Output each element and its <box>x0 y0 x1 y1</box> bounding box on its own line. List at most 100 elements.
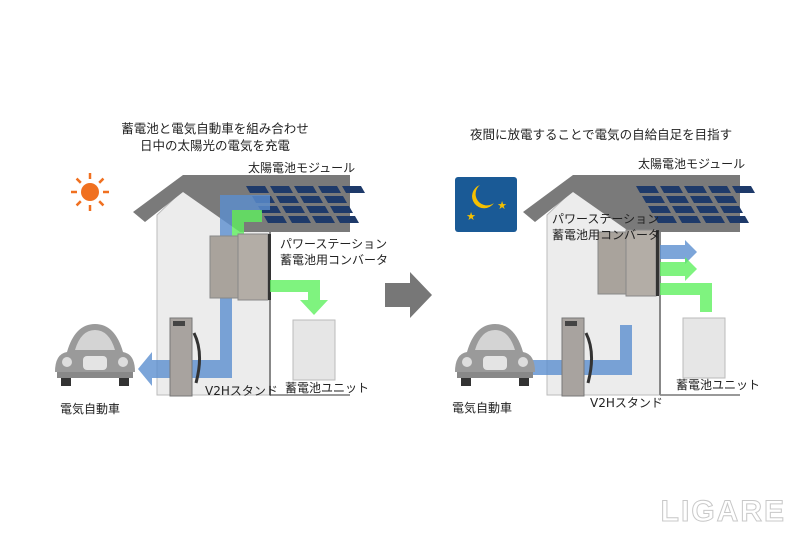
car-grille <box>83 356 107 370</box>
car-headlight <box>462 357 472 367</box>
solar-cell <box>300 196 323 203</box>
label-power-station-left-2: 蓄電池用コンバータ <box>280 253 389 267</box>
blue-flow-arrow <box>138 195 270 386</box>
label-power-station-right-2: 蓄電池用コンバータ <box>552 228 661 242</box>
label-ev-right: 電気自動車 <box>452 401 513 415</box>
power-station-left-unit <box>209 235 239 299</box>
car-wheel <box>519 378 529 386</box>
solar-panels <box>636 186 755 223</box>
solar-cell <box>714 196 737 203</box>
solar-cell <box>270 186 293 193</box>
v2h-display <box>565 321 577 326</box>
solar-cell <box>246 186 269 193</box>
moon <box>472 185 494 209</box>
solar-cell <box>288 216 311 223</box>
battery-unit <box>292 319 336 381</box>
sun-ray <box>75 200 82 207</box>
label-ev-left: 電気自動車 <box>60 402 121 416</box>
right-title: 夜間に放電することで電気の自給自足を目指す <box>470 127 733 142</box>
solar-cell <box>666 196 689 203</box>
sun-ray <box>98 200 105 207</box>
left-title: 蓄電池と電気自動車を組み合わせ 日中の太陽光の電気を充電 <box>115 120 315 154</box>
v2h-stand-body <box>561 317 585 397</box>
label-power-station-right-1: パワーステーション <box>552 212 660 226</box>
label-solar-module-right: 太陽電池モジュール <box>638 157 746 171</box>
solar-cell <box>702 216 725 223</box>
green-flow-battery <box>660 283 712 312</box>
power-station-edge <box>656 230 659 296</box>
solar-cell <box>312 216 335 223</box>
solar-cell <box>732 186 755 193</box>
sun-ray <box>75 177 82 184</box>
power-station-right-unit <box>237 233 269 301</box>
solar-cell <box>684 186 707 193</box>
sun-icon <box>71 173 109 211</box>
solar-cell <box>282 206 305 213</box>
car-grille <box>483 356 507 370</box>
solar-cell <box>342 186 365 193</box>
solar-cell <box>336 216 359 223</box>
moon-stars-icon: ★★ <box>455 177 517 232</box>
solar-cell <box>330 206 353 213</box>
blue-flow-out <box>660 240 697 264</box>
car-window <box>75 330 115 350</box>
solar-cell <box>318 186 341 193</box>
solar-cell <box>648 206 671 213</box>
solar-cell <box>642 196 665 203</box>
car-wheel <box>119 378 129 386</box>
house-day <box>55 175 365 397</box>
star: ★ <box>497 199 507 212</box>
solar-cell <box>720 206 743 213</box>
car-headlight <box>518 357 528 367</box>
solar-cell <box>708 186 731 193</box>
power-station-left-unit <box>597 231 627 295</box>
left-title-line1: 蓄電池と電気自動車を組み合わせ <box>121 121 309 136</box>
label-battery-unit-right: 蓄電池ユニット <box>676 378 761 392</box>
car-bumper <box>457 372 533 378</box>
v2h-stand-body <box>169 317 193 397</box>
solar-cell <box>306 206 329 213</box>
green-flow-solar <box>232 210 262 240</box>
charging-cable <box>192 332 201 384</box>
label-solar-module-left: 太陽電池モジュール <box>248 161 356 175</box>
green-flow-out <box>660 257 697 281</box>
night-sky <box>455 177 517 232</box>
green-flow-battery <box>270 280 328 315</box>
v2h-display <box>173 321 185 326</box>
solar-cell <box>660 186 683 193</box>
sun-ray <box>98 177 105 184</box>
solar-cell <box>264 216 287 223</box>
car-headlight <box>118 357 128 367</box>
blue-flow-car <box>530 325 632 375</box>
solar-cell <box>276 196 299 203</box>
solar-panels <box>246 186 365 223</box>
label-battery-unit-left: 蓄電池ユニット <box>285 381 370 395</box>
ligare-logo: LIGARE <box>660 495 786 529</box>
solar-cell <box>672 206 695 213</box>
solar-cell <box>726 216 749 223</box>
solar-cell <box>636 186 659 193</box>
solar-cell <box>690 196 713 203</box>
transition-arrow-icon <box>385 272 432 318</box>
solar-cell <box>654 216 677 223</box>
label-v2h-right: V2Hスタンド <box>590 396 663 410</box>
car-wheel <box>461 378 471 386</box>
label-v2h-left: V2Hスタンド <box>205 384 278 398</box>
solar-cell <box>696 206 719 213</box>
sun-disc <box>81 183 99 201</box>
solar-cell <box>678 216 701 223</box>
solar-cell <box>294 186 317 193</box>
car-headlight <box>62 357 72 367</box>
left-title-line2: 日中の太陽光の電気を充電 <box>139 138 290 153</box>
power-station-edge <box>268 234 271 300</box>
star: ★ <box>466 210 476 223</box>
car-wheel <box>61 378 71 386</box>
car-bumper <box>57 372 133 378</box>
battery-unit <box>682 317 726 379</box>
power-station-right-unit <box>625 229 657 297</box>
label-power-station-left-1: パワーステーション <box>280 237 388 251</box>
solar-cell <box>324 196 347 203</box>
charging-cable <box>584 332 593 384</box>
